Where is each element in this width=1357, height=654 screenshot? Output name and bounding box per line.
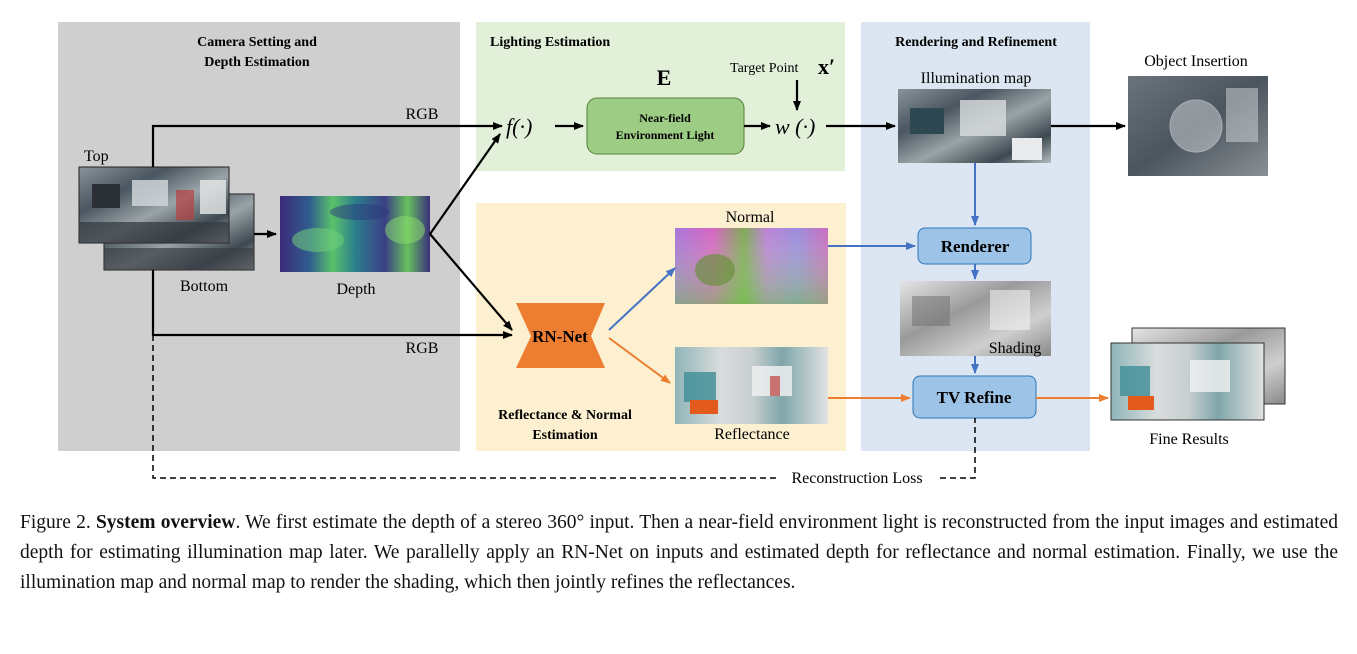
f-function-label: f(·) <box>506 114 532 139</box>
caption-bold: System overview <box>95 512 236 533</box>
camera-panel-title-line1: Camera Setting and <box>197 35 317 50</box>
reconstruction-loss-path-right <box>940 418 976 479</box>
camera-panel-title-line2: Depth Estimation <box>204 55 310 70</box>
arrow-rnnet-to-reflectance <box>608 337 671 384</box>
fine-results-label: Fine Results <box>1149 431 1229 448</box>
near-field-environment-light-box <box>586 97 745 155</box>
fine-results-image <box>1110 342 1265 421</box>
arrow-top-to-f <box>151 122 503 167</box>
top-input-image <box>78 166 230 244</box>
object-insertion-image <box>1128 76 1268 176</box>
rn-net-shape <box>516 303 605 368</box>
rgb-upper-label: RGB <box>406 106 439 123</box>
arrow-depth-to-rnnet <box>429 233 513 331</box>
shading-label: Shading <box>989 340 1041 357</box>
arrow-rnnet-to-normal <box>608 267 676 331</box>
near-field-label-line1: Near-field <box>639 111 691 125</box>
figure-caption: Figure 2. System overview. We first esti… <box>20 508 1338 598</box>
reflectance-label: Reflectance <box>714 426 790 443</box>
target-point-label: Target Point <box>730 61 798 76</box>
caption-text: . We first estimate the depth of a stere… <box>20 512 1338 593</box>
top-label: Top <box>84 148 109 165</box>
depth-image <box>280 196 430 272</box>
tv-refine-label: TV Refine <box>937 388 1012 407</box>
reconstruction-loss-label: Reconstruction Loss <box>791 470 922 487</box>
near-field-label-line2: Environment Light <box>616 128 715 142</box>
reflectance-panel-title-line1: Reflectance & Normal <box>498 408 632 423</box>
illumination-map-image <box>898 89 1051 163</box>
rn-net-label: RN-Net <box>532 327 588 346</box>
renderer-label: Renderer <box>941 237 1010 256</box>
illumination-map-label: Illumination map <box>921 70 1032 87</box>
lighting-panel-title: Lighting Estimation <box>490 35 610 50</box>
shading-image <box>900 281 1051 356</box>
reflectance-panel-title-line2: Estimation <box>532 428 598 443</box>
w-function-label: w (·) <box>775 114 815 139</box>
normal-label: Normal <box>726 209 775 226</box>
depth-label: Depth <box>336 281 375 298</box>
rendering-panel-title: Rendering and Refinement <box>895 35 1057 50</box>
reflectance-image <box>675 347 828 424</box>
reconstruction-loss-path-left <box>152 335 776 479</box>
system-overview-diagram: Camera Setting and Depth Estimation Ligh… <box>58 22 1286 487</box>
caption-prefix: Figure 2. <box>20 512 96 533</box>
x-prime-label: x′ <box>818 54 835 79</box>
bottom-label: Bottom <box>180 278 229 295</box>
rgb-lower-label: RGB <box>406 340 439 357</box>
object-insertion-label: Object Insertion <box>1144 53 1248 70</box>
e-label: E <box>657 65 672 90</box>
normal-image <box>675 228 828 304</box>
arrow-depth-to-f <box>429 133 501 235</box>
